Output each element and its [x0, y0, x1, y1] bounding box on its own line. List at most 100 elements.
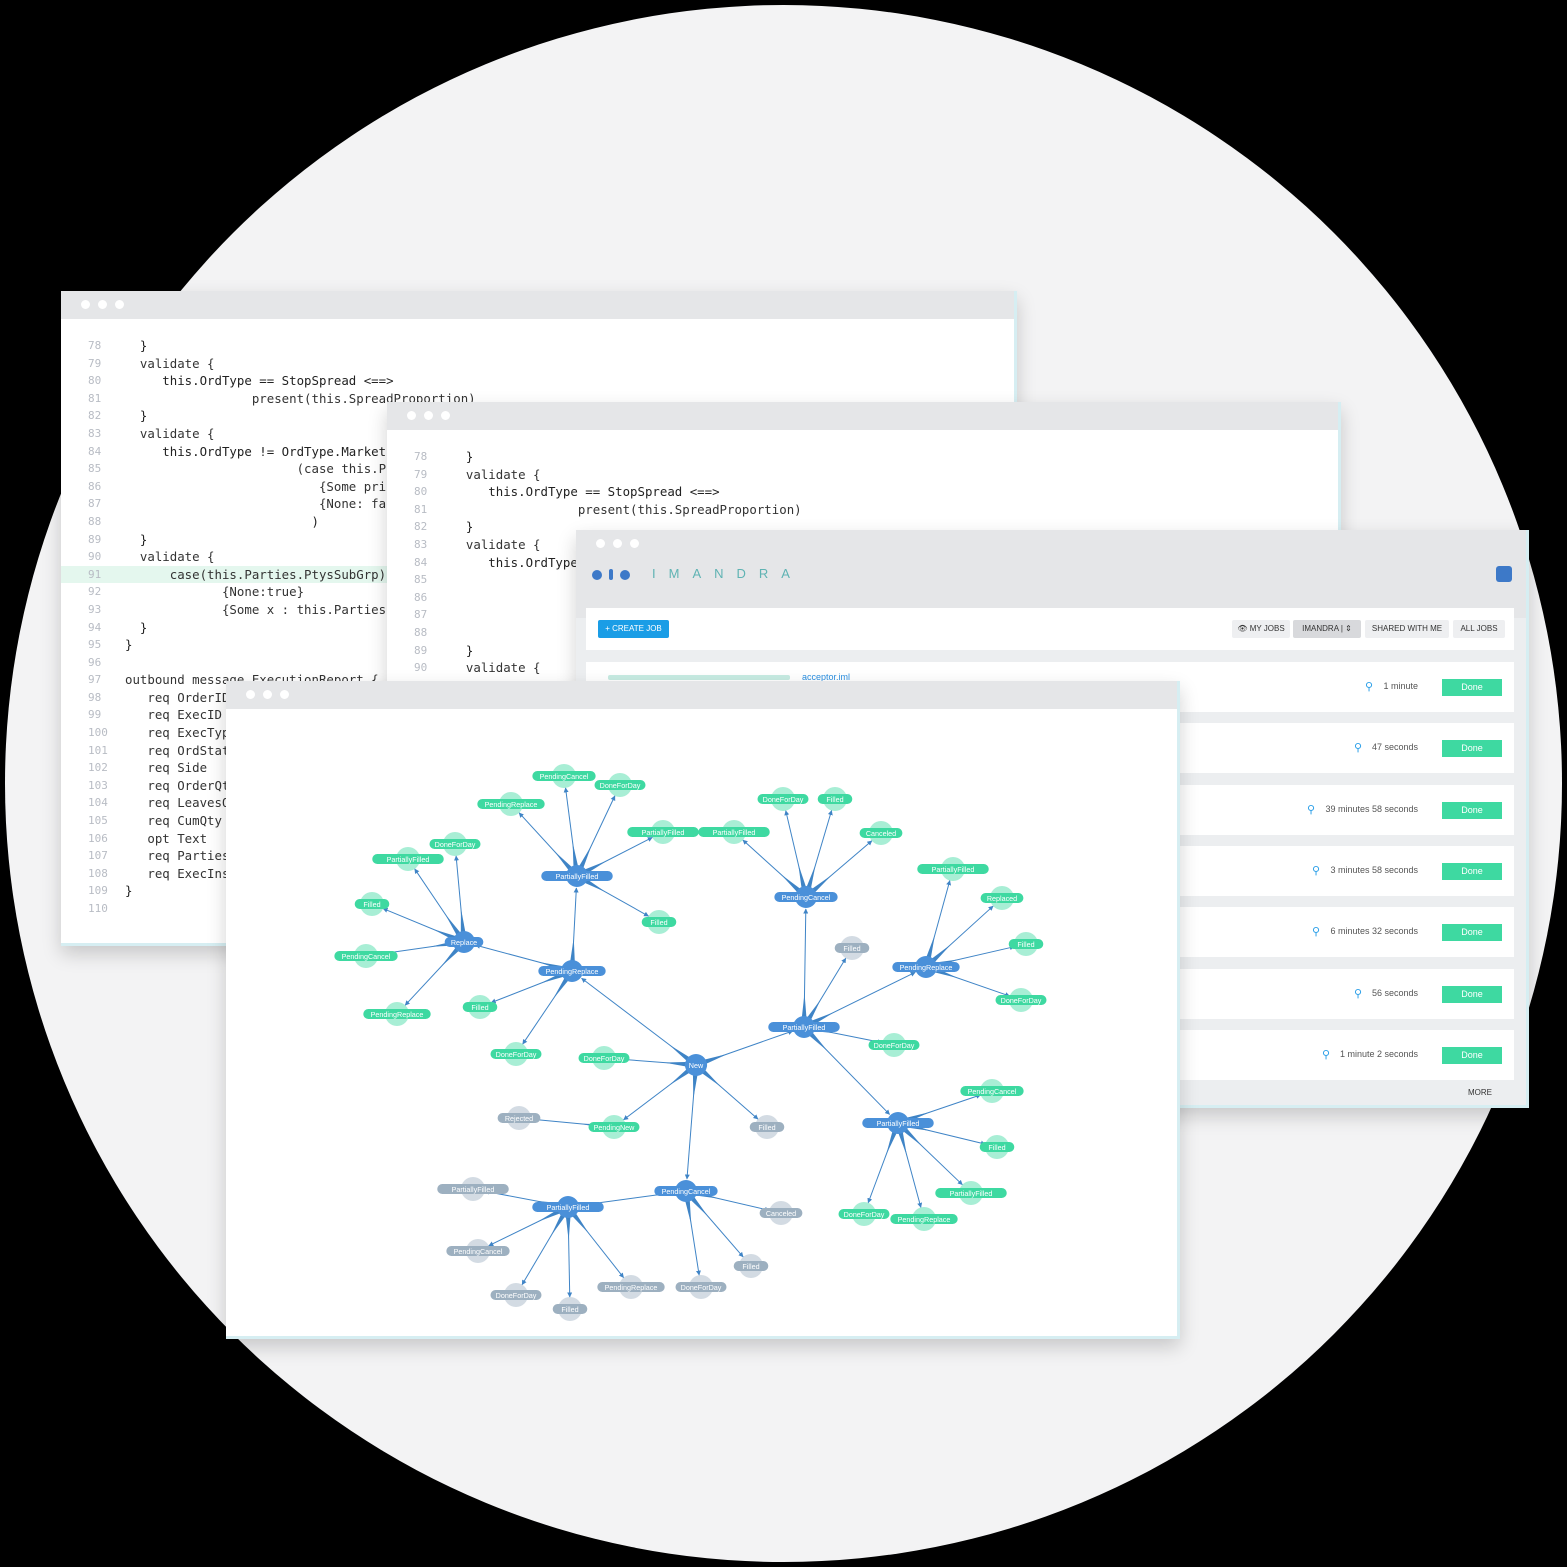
code-line[interactable]: 87 [387, 606, 1338, 624]
more-button[interactable]: MORE [1468, 1088, 1492, 1097]
job-status-badge[interactable]: Done [1442, 863, 1502, 880]
job-status-badge[interactable]: Done [1442, 986, 1502, 1003]
window-dot-icon[interactable] [424, 411, 433, 420]
window-dot-icon[interactable] [246, 690, 255, 699]
window-titlebar[interactable] [387, 402, 1338, 430]
code-line[interactable]: 78 } [387, 448, 1338, 466]
code-line[interactable]: 96 [61, 654, 1014, 672]
graph-node[interactable]: PendingReplace [477, 792, 545, 816]
graph-node[interactable]: Filled [552, 1297, 588, 1321]
code-line[interactable]: 85 (case this.Pr [61, 460, 1014, 478]
window-dot-icon[interactable] [263, 690, 272, 699]
graph-node[interactable]: DoneForDay [578, 1046, 630, 1070]
graph-node[interactable]: DoneForDay [490, 1042, 542, 1066]
window-dot-icon[interactable] [98, 300, 107, 309]
code-line[interactable]: 87 {None: fa [61, 495, 1014, 513]
code-line[interactable]: 80 this.OrdType == StopSpread <==> [61, 372, 1014, 390]
graph-node[interactable]: PendingCancel [654, 1180, 718, 1202]
code-line[interactable]: 108 req ExecIns [61, 865, 1014, 883]
code-line[interactable]: 107 req Parties [61, 847, 1014, 865]
code-line[interactable]: 89 } [61, 531, 1014, 549]
graph-node[interactable]: DoneForDay [838, 1202, 890, 1226]
graph-node[interactable]: DoneForDay [868, 1033, 920, 1057]
graph-node[interactable]: PendingNew [588, 1115, 640, 1139]
code-line[interactable]: 102 req Side [61, 759, 1014, 777]
filter-all-jobs[interactable]: ALL JOBS [1453, 620, 1505, 638]
search-icon[interactable]: ⚲ [1306, 804, 1315, 816]
user-menu-icon[interactable] [1496, 566, 1512, 582]
filter-my-jobs[interactable]: 👁 MY JOBS [1232, 620, 1290, 638]
graph-node[interactable]: PendingCancel [532, 764, 596, 788]
graph-node[interactable]: PartiallyFilled [862, 1112, 934, 1134]
code-line[interactable]: 92 {None:true} [61, 583, 1014, 601]
job-status-badge[interactable]: Done [1442, 679, 1502, 696]
graph-node[interactable]: PartiallyFilled [372, 847, 444, 871]
window-controls[interactable] [246, 690, 289, 699]
graph-node[interactable]: Filled [641, 910, 677, 934]
window-controls[interactable] [596, 539, 639, 548]
graph-node[interactable]: PendingCancel [334, 944, 398, 968]
window-dot-icon[interactable] [280, 690, 289, 699]
graph-node[interactable]: New [684, 1054, 708, 1076]
window-controls[interactable] [407, 411, 450, 420]
create-job-button[interactable]: + CREATE JOB [598, 620, 669, 638]
search-icon[interactable]: ⚲ [1311, 926, 1320, 938]
graph-node[interactable]: PendingCancel [774, 886, 838, 908]
window-dot-icon[interactable] [596, 539, 605, 548]
code-line[interactable]: 80 this.OrdType == StopSpread <==> [387, 483, 1338, 501]
graph-node[interactable]: Replaced [980, 886, 1024, 910]
graph-node[interactable]: PartiallyFilled [437, 1177, 509, 1201]
graph-node[interactable]: DoneForDay [675, 1275, 727, 1299]
code-line[interactable]: 110 [61, 900, 1014, 918]
graph-node[interactable]: Canceled [759, 1201, 803, 1225]
code-line[interactable]: 88 [387, 624, 1338, 642]
code-line[interactable]: 86 [387, 589, 1338, 607]
graph-node[interactable]: Filled [1008, 932, 1044, 956]
code-line[interactable]: 109} [61, 882, 1014, 900]
graph-node[interactable]: Filled [354, 892, 390, 916]
code-line[interactable]: 82 } [61, 407, 1014, 425]
window-dot-icon[interactable] [441, 411, 450, 420]
code-line[interactable]: 83 validate { [387, 536, 1338, 554]
graph-node[interactable]: DoneForDay [594, 773, 646, 797]
window-dot-icon[interactable] [630, 539, 639, 548]
graph-node[interactable]: PartiallyFilled [698, 820, 770, 844]
code-line[interactable]: 106 opt Text [61, 830, 1014, 848]
graph-node[interactable]: PendingCancel [446, 1239, 510, 1263]
graph-node[interactable]: Filled [979, 1135, 1015, 1159]
graph-node[interactable]: Rejected [497, 1106, 541, 1130]
graph-node[interactable]: Filled [462, 995, 498, 1019]
code-line[interactable]: 104 req LeavesQ [61, 794, 1014, 812]
search-icon[interactable]: ⚲ [1321, 1049, 1330, 1061]
code-line[interactable]: 90 validate { [387, 659, 1338, 677]
window-titlebar[interactable] [61, 291, 1014, 319]
graph-node[interactable]: PendingReplace [597, 1275, 665, 1299]
window-dot-icon[interactable] [613, 539, 622, 548]
code-line[interactable]: 84 this.OrdType [387, 554, 1338, 572]
code-line[interactable]: 93 {Some x : this.Parties [61, 601, 1014, 619]
job-status-badge[interactable]: Done [1442, 740, 1502, 757]
window-dot-icon[interactable] [407, 411, 416, 420]
graph-node[interactable]: PendingCancel [960, 1079, 1024, 1103]
graph-node[interactable]: Canceled [859, 821, 903, 845]
graph-node[interactable]: DoneForDay [429, 832, 481, 856]
code-line[interactable]: 98 req OrderID [61, 689, 1014, 707]
code-line[interactable]: 105 req CumQty [61, 812, 1014, 830]
graph-node[interactable]: PartiallyFilled [917, 857, 989, 881]
graph-node[interactable]: Replace [444, 931, 484, 953]
code-line[interactable]: 95} [61, 636, 1014, 654]
graph-node[interactable]: PartiallyFilled [532, 1196, 604, 1218]
code-line[interactable]: 94 } [61, 619, 1014, 637]
filter-shared-with-me[interactable]: SHARED WITH ME [1365, 620, 1449, 638]
search-icon[interactable]: ⚲ [1353, 988, 1362, 1000]
filter-imandra[interactable]: IMANDRA | ⇕ [1293, 620, 1361, 638]
code-line[interactable]: 81 present(this.SpreadProportion) [387, 501, 1338, 519]
graph-node[interactable]: PartiallyFilled [627, 820, 699, 844]
code-area[interactable]: 78 }79 validate {80 this.OrdType == Stop… [387, 448, 1338, 677]
code-line[interactable]: 82 } [387, 518, 1338, 536]
graph-node[interactable]: Filled [834, 936, 870, 960]
search-icon[interactable]: ⚲ [1353, 742, 1362, 754]
graph-node[interactable]: PendingReplace [892, 956, 960, 978]
graph-node[interactable]: DoneForDay [757, 787, 809, 811]
job-status-badge[interactable]: Done [1442, 802, 1502, 819]
